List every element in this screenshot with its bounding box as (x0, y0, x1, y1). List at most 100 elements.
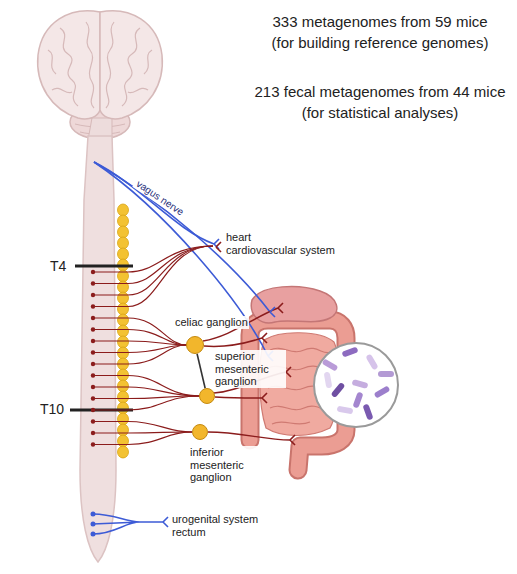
nerve-lines (93, 376, 200, 397)
ganglion-node: superior mesenteric ganglion (199, 388, 215, 404)
vertebra-level-line (70, 266, 133, 410)
sympathetic-chain (118, 292, 129, 304)
microbe-inset (331, 382, 346, 398)
nerve-ending (290, 435, 295, 445)
sympathetic-chain (118, 215, 129, 227)
sympathetic-chain (118, 424, 129, 436)
nerve-lines (91, 339, 95, 343)
nerve-ending (262, 333, 267, 343)
nerve-lines (93, 330, 187, 346)
nerve-lines (91, 442, 95, 446)
sympathetic-chain (118, 314, 129, 326)
nerve-lines (93, 432, 192, 433)
ganglion-link (197, 354, 205, 388)
nerve-lines (93, 345, 187, 364)
nerve-lines (91, 162, 291, 537)
nerve-ending (286, 367, 291, 377)
sympathetic-chain (118, 204, 129, 458)
nerve-lines (91, 327, 95, 331)
nerve-ending (262, 393, 267, 403)
nerve-lines (93, 387, 200, 396)
sympathetic-chain (118, 402, 129, 414)
nerve-lines (93, 422, 192, 433)
microbe-inset (352, 391, 363, 408)
microbe-inset (362, 403, 373, 420)
microbe-inset (322, 358, 339, 371)
brain (38, 11, 163, 140)
nerve-lines (91, 373, 95, 377)
brain (48, 22, 94, 108)
sympathetic-chain (118, 435, 129, 447)
nerve-lines (91, 293, 95, 297)
anatomy-label: urogenital system (172, 513, 258, 526)
sympathetic-chain (118, 446, 129, 458)
nerve-lines (93, 514, 163, 534)
nerve-lines (93, 246, 213, 284)
dataset-note: (for statistical analyses) (302, 104, 459, 121)
sympathetic-chain (118, 248, 129, 260)
sympathetic-chain (118, 391, 129, 403)
sympathetic-chain (118, 380, 129, 392)
sympathetic-chain (118, 336, 129, 348)
nerve-lines (91, 281, 95, 285)
sympathetic-chain (118, 303, 129, 315)
microbe-inset (378, 371, 394, 377)
nerve-lines (91, 431, 95, 435)
vertebra-level-line (75, 265, 133, 268)
microbe-inset (365, 354, 378, 371)
nerve-lines (91, 419, 95, 423)
sympathetic-chain (118, 204, 129, 216)
vertebra-label: T4 (50, 258, 66, 274)
nerve-ending (163, 239, 295, 527)
microbe-inset (341, 346, 358, 357)
nerve-ending (163, 517, 168, 527)
nerve-lines (91, 385, 95, 389)
anatomy-label: cardiovascular system (226, 244, 335, 257)
nerve-lines (91, 304, 95, 308)
nerve-lines (93, 246, 213, 307)
ganglion-label: superior mesenteric ganglion (214, 350, 286, 388)
nerve-ending (278, 303, 283, 313)
nerve-lines (93, 246, 213, 295)
nerve-lines (94, 162, 268, 356)
dataset-note: (for building reference genomes) (272, 34, 489, 51)
sympathetic-chain (118, 413, 129, 425)
microbe-inset (351, 379, 368, 389)
nerve-lines (91, 316, 95, 320)
microbe-inset (314, 343, 398, 427)
ganglion-node: celiac ganglion (186, 336, 204, 354)
nerve-lines (91, 350, 95, 354)
nerve-lines (93, 396, 200, 410)
nerve-ending (270, 307, 275, 317)
microbe-inset (314, 343, 398, 427)
vertebra-label: T10 (40, 401, 64, 417)
nerve-lines (93, 432, 192, 445)
nerve-ending (216, 242, 221, 252)
nerve-lines (204, 338, 262, 346)
ganglion-label: celiac ganglion (174, 316, 249, 329)
nerve-lines (91, 396, 95, 400)
brain (106, 22, 152, 108)
sympathetic-chain (118, 325, 129, 337)
sympathetic-chain (118, 237, 129, 249)
microbe-inset (374, 385, 391, 398)
nerve-lines (93, 345, 187, 353)
microbe-inset (322, 346, 394, 420)
spinal-cord (80, 136, 116, 562)
microbe-inset (324, 372, 333, 389)
ganglion-node: inferior mesenteric ganglion (192, 424, 208, 440)
nerve-lines (91, 408, 95, 412)
anatomy-label: heart (226, 231, 251, 244)
anatomy-label: rectum (172, 526, 206, 539)
brain (38, 11, 100, 119)
ganglion-label: inferior mesenteric ganglion (189, 446, 261, 484)
nerve-lines (94, 162, 270, 312)
dataset-note: 333 metagenomes from 59 mice (272, 13, 487, 30)
nerve-lines (91, 270, 95, 274)
nerve-lines (91, 362, 95, 366)
nerve-lines (208, 432, 290, 440)
nerve-lines (93, 318, 187, 345)
dataset-note: 213 fecal metagenomes from 44 mice (255, 83, 506, 100)
microbe-inset (337, 406, 354, 415)
